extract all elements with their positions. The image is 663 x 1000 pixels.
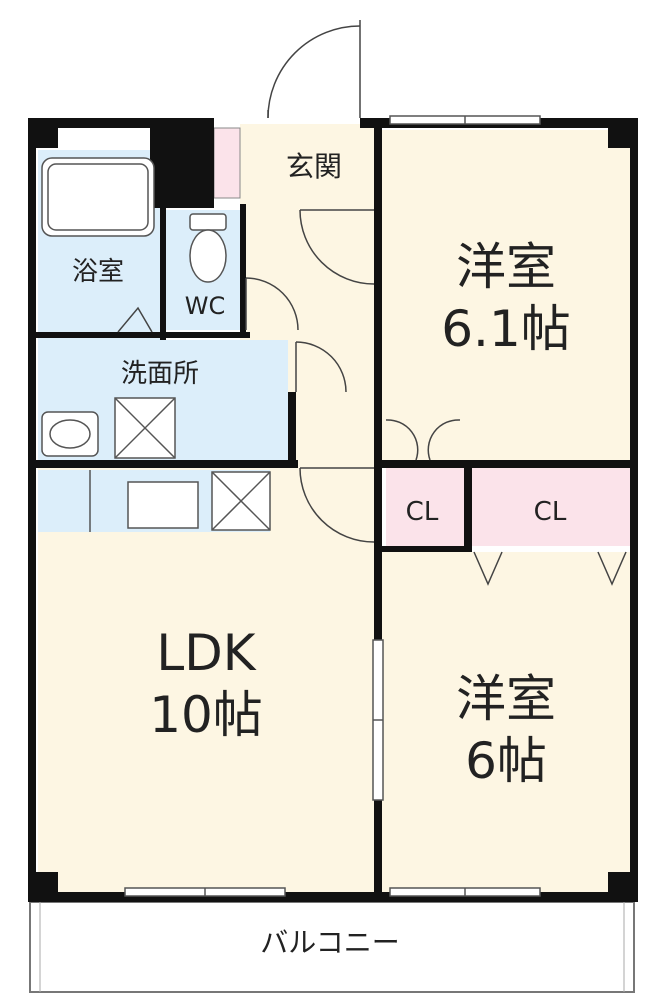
closet-small-label: CL <box>406 497 439 527</box>
closet-large-label: CL <box>534 497 567 527</box>
toilet-icon <box>189 213 227 283</box>
western-room-2-floor <box>380 552 632 892</box>
bathtub-icon <box>41 157 155 237</box>
entrance-floor <box>240 124 380 204</box>
doors <box>117 20 627 586</box>
fridge-space-icon <box>211 471 271 531</box>
closet-small-floor <box>386 468 464 546</box>
washbasin-icon <box>41 411 99 457</box>
windows <box>124 115 541 897</box>
room-labels: 玄関 浴室 WC 洗面所 洋室 6.1帖 CL CL LDK 10帖 洋室 6帖… <box>72 150 571 959</box>
washer-space-icon <box>114 397 176 459</box>
wc-label: WC <box>185 292 226 320</box>
ldk-floor <box>38 468 380 892</box>
balcony-label: バルコニー <box>260 926 399 959</box>
western-room-2-size: 6帖 <box>465 732 547 790</box>
western-room-1-name: 洋室 <box>456 238 556 296</box>
shoe-box <box>213 127 241 199</box>
closet-large-floor <box>470 468 632 546</box>
western-room-2-name: 洋室 <box>456 670 556 728</box>
fixtures <box>41 157 271 532</box>
bath-label: 浴室 <box>72 257 124 287</box>
western-room-1-floor <box>380 130 632 462</box>
washroom-label: 洗面所 <box>121 359 199 389</box>
ldk-size: 10帖 <box>149 686 263 744</box>
sink-icon <box>127 481 199 529</box>
western-room-1-size: 6.1帖 <box>441 300 571 358</box>
balcony <box>29 901 635 993</box>
entrance-label: 玄関 <box>286 150 342 183</box>
ldk-name: LDK <box>156 624 256 682</box>
